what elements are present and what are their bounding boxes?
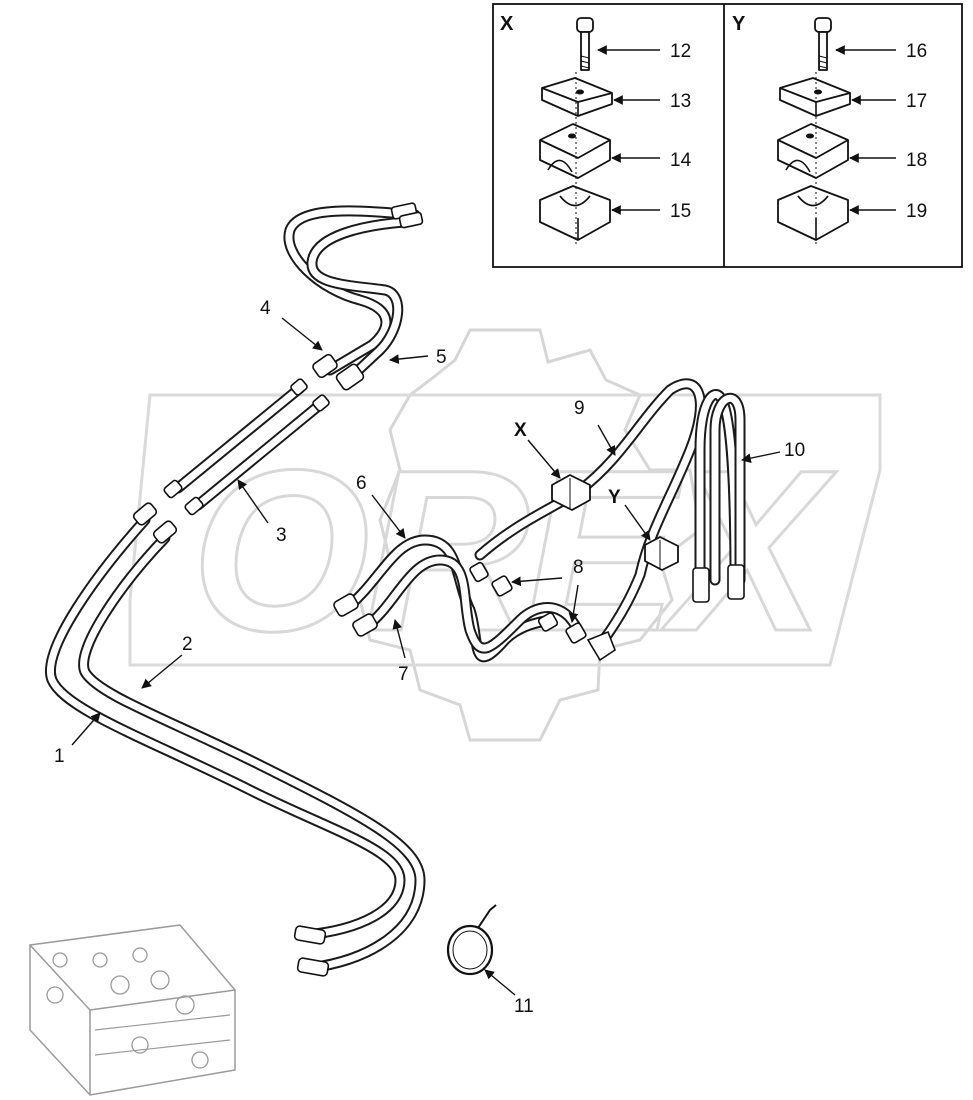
pipe-section-3 [163, 378, 330, 516]
inset-label-x: X [500, 13, 514, 35]
callout-14: 14 [670, 150, 692, 171]
hose2-bottom-fitting [296, 957, 330, 977]
callout-clamp-y: Y [608, 487, 621, 508]
callout-8: 8 [573, 557, 584, 578]
callout-4: 4 [260, 298, 271, 319]
clamp-upper-half-18 [777, 123, 849, 179]
callout-15: 15 [670, 201, 691, 222]
fitting-5 [335, 363, 365, 391]
clamp-lower-half-19 [777, 185, 849, 241]
inset-clamp-details: X Y [492, 3, 963, 268]
hose10-fitting-a [692, 567, 710, 603]
callout-3: 3 [276, 525, 287, 546]
elbow-fitting [586, 630, 616, 662]
hose2-top-fitting [152, 520, 178, 544]
pipe-end-fitting-d [184, 496, 204, 516]
callout-12: 12 [670, 41, 691, 62]
hose7-fitting [352, 613, 378, 637]
hose1-bottom-fitting [293, 925, 327, 945]
right-hoses [333, 378, 746, 663]
long-hoses [45, 502, 426, 977]
callout-11: 11 [514, 996, 534, 1017]
upper-hoses [283, 202, 424, 391]
callout-clamp-x: X [514, 420, 527, 441]
callout-19: 19 [906, 201, 927, 222]
hose1-top-fitting [132, 502, 158, 526]
callout-16: 16 [906, 41, 927, 62]
hose10-fitting-b [727, 564, 745, 600]
inset-label-y: Y [732, 13, 746, 35]
bolt-12 [576, 17, 594, 71]
adapter-8c [537, 612, 559, 632]
clamp-parts-y [777, 17, 851, 245]
callout-labels: 1 2 3 4 5 6 7 8 9 10 11 X Y [54, 298, 805, 1017]
upper-fitting-b [398, 211, 424, 229]
pipe-end-fitting-a [290, 378, 308, 396]
pipe-end-fitting-c [163, 479, 183, 499]
clamp-plate-13 [541, 77, 613, 117]
hose-clamp-x [551, 474, 591, 511]
fitting-4 [312, 353, 338, 379]
callout-5: 5 [436, 347, 447, 368]
callout-10: 10 [784, 440, 805, 461]
adapter-group-8 [469, 561, 616, 662]
adapter-8b [491, 575, 513, 597]
callout-1: 1 [54, 746, 65, 767]
callout-17: 17 [906, 91, 927, 112]
clamp-lower-half-15 [539, 185, 611, 241]
clamp-parts-x [539, 17, 613, 245]
adapter-8d [565, 622, 587, 644]
pipe-end-fitting-b [312, 394, 330, 412]
callout-2: 2 [182, 634, 193, 655]
control-valve-block [29, 924, 236, 1096]
callout-9: 9 [574, 398, 585, 419]
callout-7: 7 [398, 664, 409, 685]
callout-leaders [71, 317, 781, 996]
bolt-16 [814, 17, 832, 71]
hose6-fitting [333, 593, 359, 617]
hose-clamp-y [644, 536, 679, 571]
watermark-band [128, 393, 882, 667]
callout-13: 13 [670, 91, 691, 112]
hose-clip-11 [446, 904, 497, 976]
callout-18: 18 [906, 150, 927, 171]
clamp-upper-half-14 [539, 123, 611, 179]
callout-6: 6 [356, 473, 367, 494]
adapter-8a [469, 561, 489, 583]
